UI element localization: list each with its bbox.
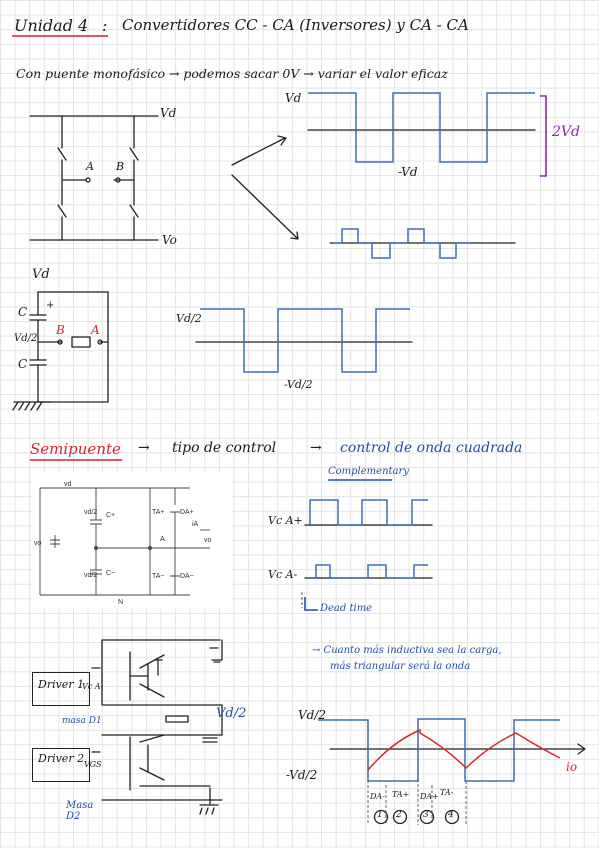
note-line1: → Cuanto más inductiva sea la carga, bbox=[312, 645, 502, 656]
semipuente-tipo: tipo de control bbox=[172, 440, 277, 456]
note-line2: más triangular será la onda bbox=[330, 661, 471, 672]
complementary-waves bbox=[301, 499, 433, 611]
label-vd-top: Vd bbox=[160, 106, 177, 120]
printed-a: A bbox=[160, 536, 165, 543]
label-vd2-left: Vd/2 bbox=[14, 333, 38, 344]
wave2-label-vd2: Vd/2 bbox=[176, 312, 202, 325]
printed-vd2-lower: vd/2 bbox=[84, 572, 97, 579]
bottom-neg-vd2-label: -Vd/2 bbox=[286, 768, 318, 782]
square-wave-full bbox=[307, 92, 536, 163]
printed-da-minus: DA− bbox=[180, 573, 194, 580]
dead-time-label: Dead time bbox=[320, 603, 373, 614]
title-unit: Unidad 4 bbox=[14, 16, 89, 35]
interval-1-label: DA- bbox=[370, 792, 385, 801]
printed-vd2-upper: vd/2 bbox=[84, 509, 97, 516]
label-c-top: C bbox=[18, 305, 28, 319]
label-a-red: A bbox=[91, 323, 100, 337]
semipuente-arrow1: → bbox=[138, 440, 150, 456]
masa-d2-label: Masa D2 bbox=[66, 800, 94, 822]
wave2-label-neg-vd2: -Vd/2 bbox=[284, 378, 313, 391]
semipuente-arrow2: → bbox=[310, 440, 322, 456]
printed-vd-top: vd bbox=[64, 481, 72, 488]
printed-c-plus: C+ bbox=[106, 512, 115, 519]
circled-4: 4 bbox=[448, 810, 454, 820]
io-label: io bbox=[566, 760, 578, 774]
semipuente-control: control de onda cuadrada bbox=[340, 440, 523, 456]
interval-3-label: DA+ bbox=[420, 792, 439, 801]
driver1-box bbox=[32, 672, 90, 706]
circled-1: 1 bbox=[377, 810, 383, 820]
printed-ta-minus: TA− bbox=[152, 573, 165, 580]
driver1-label: Driver 1 bbox=[38, 678, 85, 691]
printed-ia: iA bbox=[192, 521, 199, 528]
printed-vo: vo bbox=[34, 540, 42, 547]
semipuente-title: Semipuente bbox=[30, 440, 121, 458]
driver-vgs-label: VGS bbox=[84, 760, 102, 769]
printed-c-minus: C− bbox=[106, 570, 115, 577]
interval-2-label: TA+ bbox=[392, 790, 410, 799]
inductive-load-wave bbox=[318, 718, 586, 825]
driver-circuit bbox=[91, 639, 223, 815]
label-c-bot: C bbox=[18, 357, 28, 371]
driver2-label: Driver 2 bbox=[38, 752, 85, 765]
title-colon: : bbox=[102, 16, 108, 35]
puente-line: Con puente monofásico → podemos sacar 0V… bbox=[16, 66, 448, 81]
printed-ta-plus: TA+ bbox=[152, 509, 165, 516]
wave-label-vd: Vd bbox=[285, 91, 302, 105]
wave-label-neg-vd: -Vd bbox=[398, 165, 418, 179]
interval-4-label: TA- bbox=[440, 788, 454, 797]
label-vd-left: Vd bbox=[32, 267, 50, 282]
label-plus: + bbox=[46, 300, 55, 311]
printed-vo-side: vo bbox=[204, 537, 212, 544]
half-bridge-circuit bbox=[12, 291, 109, 411]
vca-minus-label: Vc A- bbox=[268, 568, 298, 581]
driver-vca-label: Vc A- bbox=[82, 682, 104, 691]
label-b-red: B bbox=[56, 323, 65, 337]
h-bridge-circuit bbox=[29, 115, 159, 241]
masa-d1-label: masa D1 bbox=[62, 716, 102, 726]
label-2vd: 2Vd bbox=[552, 124, 580, 140]
circled-2: 2 bbox=[396, 810, 402, 820]
two-vd-bracket bbox=[540, 95, 547, 177]
arrow-up-right bbox=[231, 135, 287, 166]
bottom-vd2-label: Vd/2 bbox=[298, 708, 327, 722]
circled-3: 3 bbox=[423, 810, 429, 820]
arrow-down-right bbox=[231, 174, 299, 240]
quasi-square-wave bbox=[329, 228, 516, 259]
complementary-title: Complementary bbox=[328, 466, 409, 477]
label-vo: Vo bbox=[162, 233, 177, 247]
printed-da-plus: DA+ bbox=[180, 509, 194, 516]
printed-circuit bbox=[32, 472, 232, 608]
driver2-box bbox=[32, 748, 90, 782]
vca-plus-label: Vc A+ bbox=[268, 514, 303, 527]
title-rest: Convertidores CC - CA (Inversores) y CA … bbox=[122, 16, 469, 34]
label-b: B bbox=[116, 160, 125, 173]
driver-vd2-label: Vd/2 bbox=[216, 706, 247, 721]
printed-n: N bbox=[118, 599, 123, 606]
half-bridge-wave bbox=[195, 308, 413, 373]
label-a: A bbox=[86, 160, 94, 173]
